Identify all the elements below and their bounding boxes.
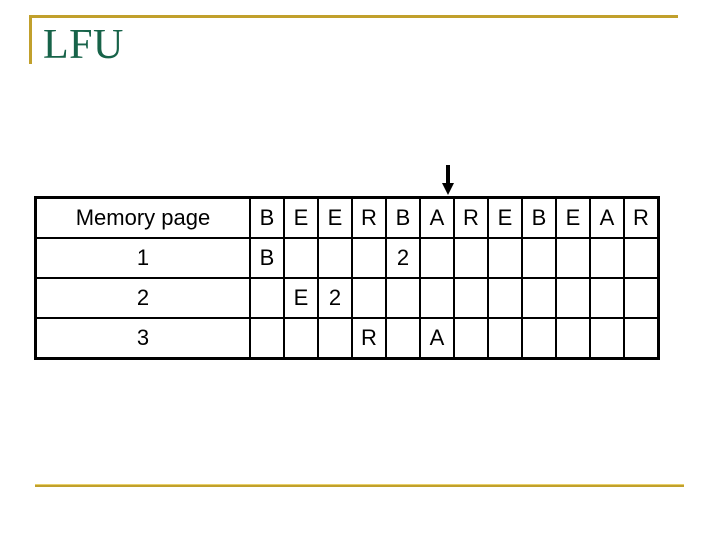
down-arrow-icon	[442, 165, 454, 195]
table-cell-page2-step5	[385, 277, 421, 319]
table-cell-page2-step10	[555, 277, 591, 319]
bottom-accent-line	[35, 484, 684, 487]
table-cell-page2-step4	[351, 277, 387, 319]
reference-letter-4: R	[351, 196, 387, 239]
reference-letter-6: A	[419, 196, 455, 239]
row-label-1: 1	[34, 237, 251, 279]
reference-letter-7: R	[453, 196, 489, 239]
table-cell-page3-step7	[453, 317, 489, 360]
row-label-2: 2	[34, 277, 251, 319]
table-cell-page3-step6: A	[419, 317, 455, 360]
reference-letter-8: E	[487, 196, 523, 239]
table-cell-page2-step3: 2	[317, 277, 353, 319]
table-cell-page1-step6	[419, 237, 455, 279]
table-cell-page1-step12	[623, 237, 660, 279]
page-title: LFU	[43, 22, 124, 68]
table-cell-page1-step9	[521, 237, 557, 279]
table-cell-page3-step8	[487, 317, 523, 360]
reference-letter-2: E	[283, 196, 319, 239]
table-cell-page1-step3	[317, 237, 353, 279]
table-cell-page1-step10	[555, 237, 591, 279]
row-label-3: 3	[34, 317, 251, 360]
table-cell-page1-step1: B	[249, 237, 285, 279]
reference-letter-5: B	[385, 196, 421, 239]
reference-letter-9: B	[521, 196, 557, 239]
table-cell-page3-step1	[249, 317, 285, 360]
reference-letter-1: B	[249, 196, 285, 239]
table-cell-page3-step4: R	[351, 317, 387, 360]
table-cell-page3-step11	[589, 317, 625, 360]
table-cell-page1-step5: 2	[385, 237, 421, 279]
table-cell-page2-step12	[623, 277, 660, 319]
table-cell-page3-step9	[521, 317, 557, 360]
reference-letter-3: E	[317, 196, 353, 239]
table-cell-page1-step7	[453, 237, 489, 279]
table-cell-page3-step10	[555, 317, 591, 360]
memory-page-header: Memory page	[34, 196, 251, 239]
table-cell-page2-step1	[249, 277, 285, 319]
table-cell-page3-step5	[385, 317, 421, 360]
table-cell-page2-step11	[589, 277, 625, 319]
table-cell-page2-step2: E	[283, 277, 319, 319]
reference-letter-11: A	[589, 196, 625, 239]
table-cell-page3-step12	[623, 317, 660, 360]
table-cell-page1-step4	[351, 237, 387, 279]
reference-letter-12: R	[623, 196, 660, 239]
table-cell-page2-step7	[453, 277, 489, 319]
table-cell-page2-step8	[487, 277, 523, 319]
table-cell-page1-step8	[487, 237, 523, 279]
table-cell-page3-step2	[283, 317, 319, 360]
table-cell-page2-step9	[521, 277, 557, 319]
top-accent-line	[30, 15, 678, 18]
left-accent-bar	[29, 15, 32, 64]
table-cell-page3-step3	[317, 317, 353, 360]
table-cell-page1-step2	[283, 237, 319, 279]
reference-letter-10: E	[555, 196, 591, 239]
table-cell-page2-step6	[419, 277, 455, 319]
table-cell-page1-step11	[589, 237, 625, 279]
